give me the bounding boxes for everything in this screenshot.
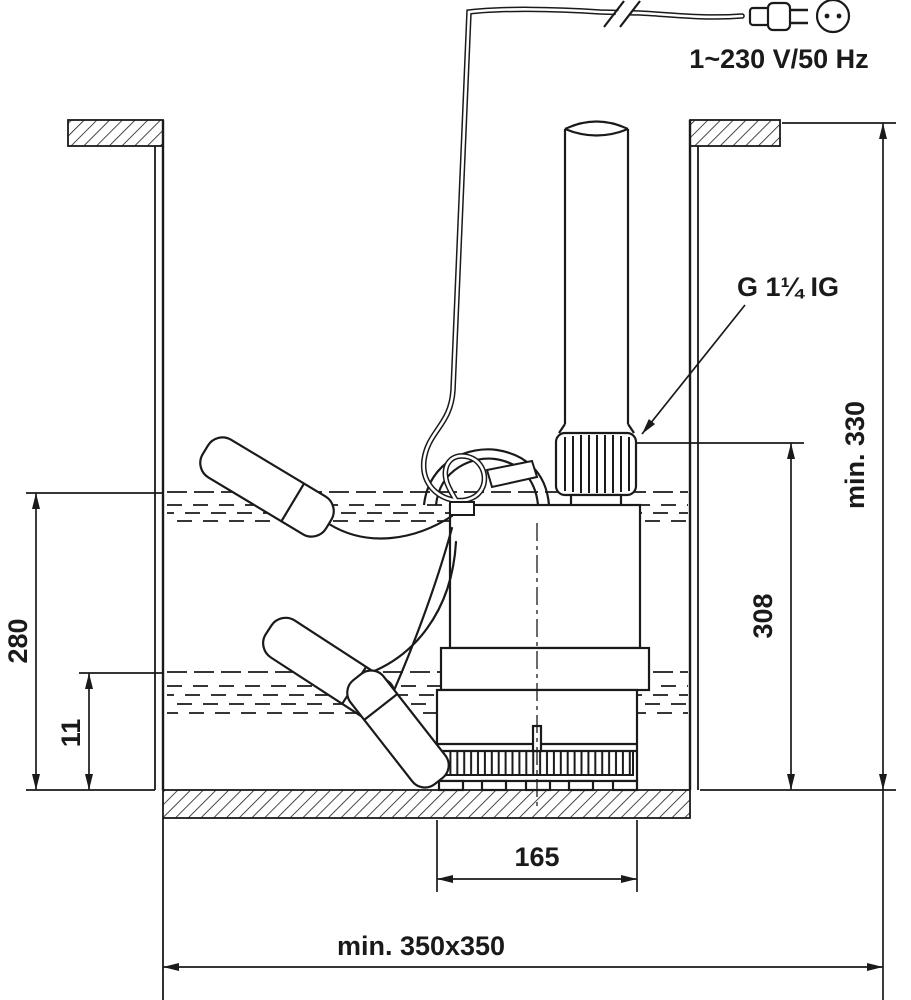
dim-discharge-height-label: 308 (748, 593, 778, 638)
dim-residual-level (79, 672, 163, 790)
discharge-pipe (554, 120, 638, 510)
pit-structure (67, 119, 781, 1000)
dim-switch-on-level (26, 492, 163, 791)
pump-volute (439, 646, 651, 692)
float-switch (346, 669, 450, 789)
mains-plug-icon (748, 0, 851, 34)
pump (422, 448, 651, 806)
float-switches (199, 436, 458, 789)
float-cable-1 (327, 514, 454, 540)
dim-pump-width-label: 165 (514, 842, 559, 872)
dim-pit-base-label: min. 350x350 (337, 931, 505, 961)
threaded-coupling (554, 431, 638, 497)
pipe-top-rim (564, 120, 629, 130)
cable-gland (449, 501, 475, 516)
socket-face-icon (815, 0, 851, 34)
float-cable-3 (356, 540, 458, 679)
cable-break-gap (606, 0, 640, 28)
pipe-thread-label: G 1¼ IG (737, 272, 839, 302)
pump-handle (422, 448, 551, 506)
cable-break-icon (603, 0, 641, 28)
dim-switch-on-level-label: 280 (3, 618, 33, 663)
dim-residual-level-label: 11 (56, 719, 86, 748)
thread-callout-arrow (641, 304, 746, 435)
pit-floor (162, 789, 691, 819)
dim-pit-depth (700, 122, 896, 1000)
power-cable (421, 0, 745, 516)
dim-pump-width (436, 820, 638, 892)
dim-pit-depth-label: min. 330 (840, 401, 870, 509)
dimensions (26, 122, 896, 1000)
ground-surface-right (689, 119, 781, 147)
labels: 1~230 V/50 Hz G 1¼ IG min. 330 308 280 1… (3, 44, 870, 961)
cable-holder-bracket (485, 459, 539, 489)
ground-surface-left (67, 119, 164, 147)
pump-feet (437, 779, 639, 792)
float-cable-2 (386, 526, 454, 706)
float-switch (199, 436, 335, 538)
pump-motor-body (448, 503, 642, 650)
dim-discharge-height (636, 442, 804, 790)
power-supply-label: 1~230 V/50 Hz (689, 44, 868, 74)
